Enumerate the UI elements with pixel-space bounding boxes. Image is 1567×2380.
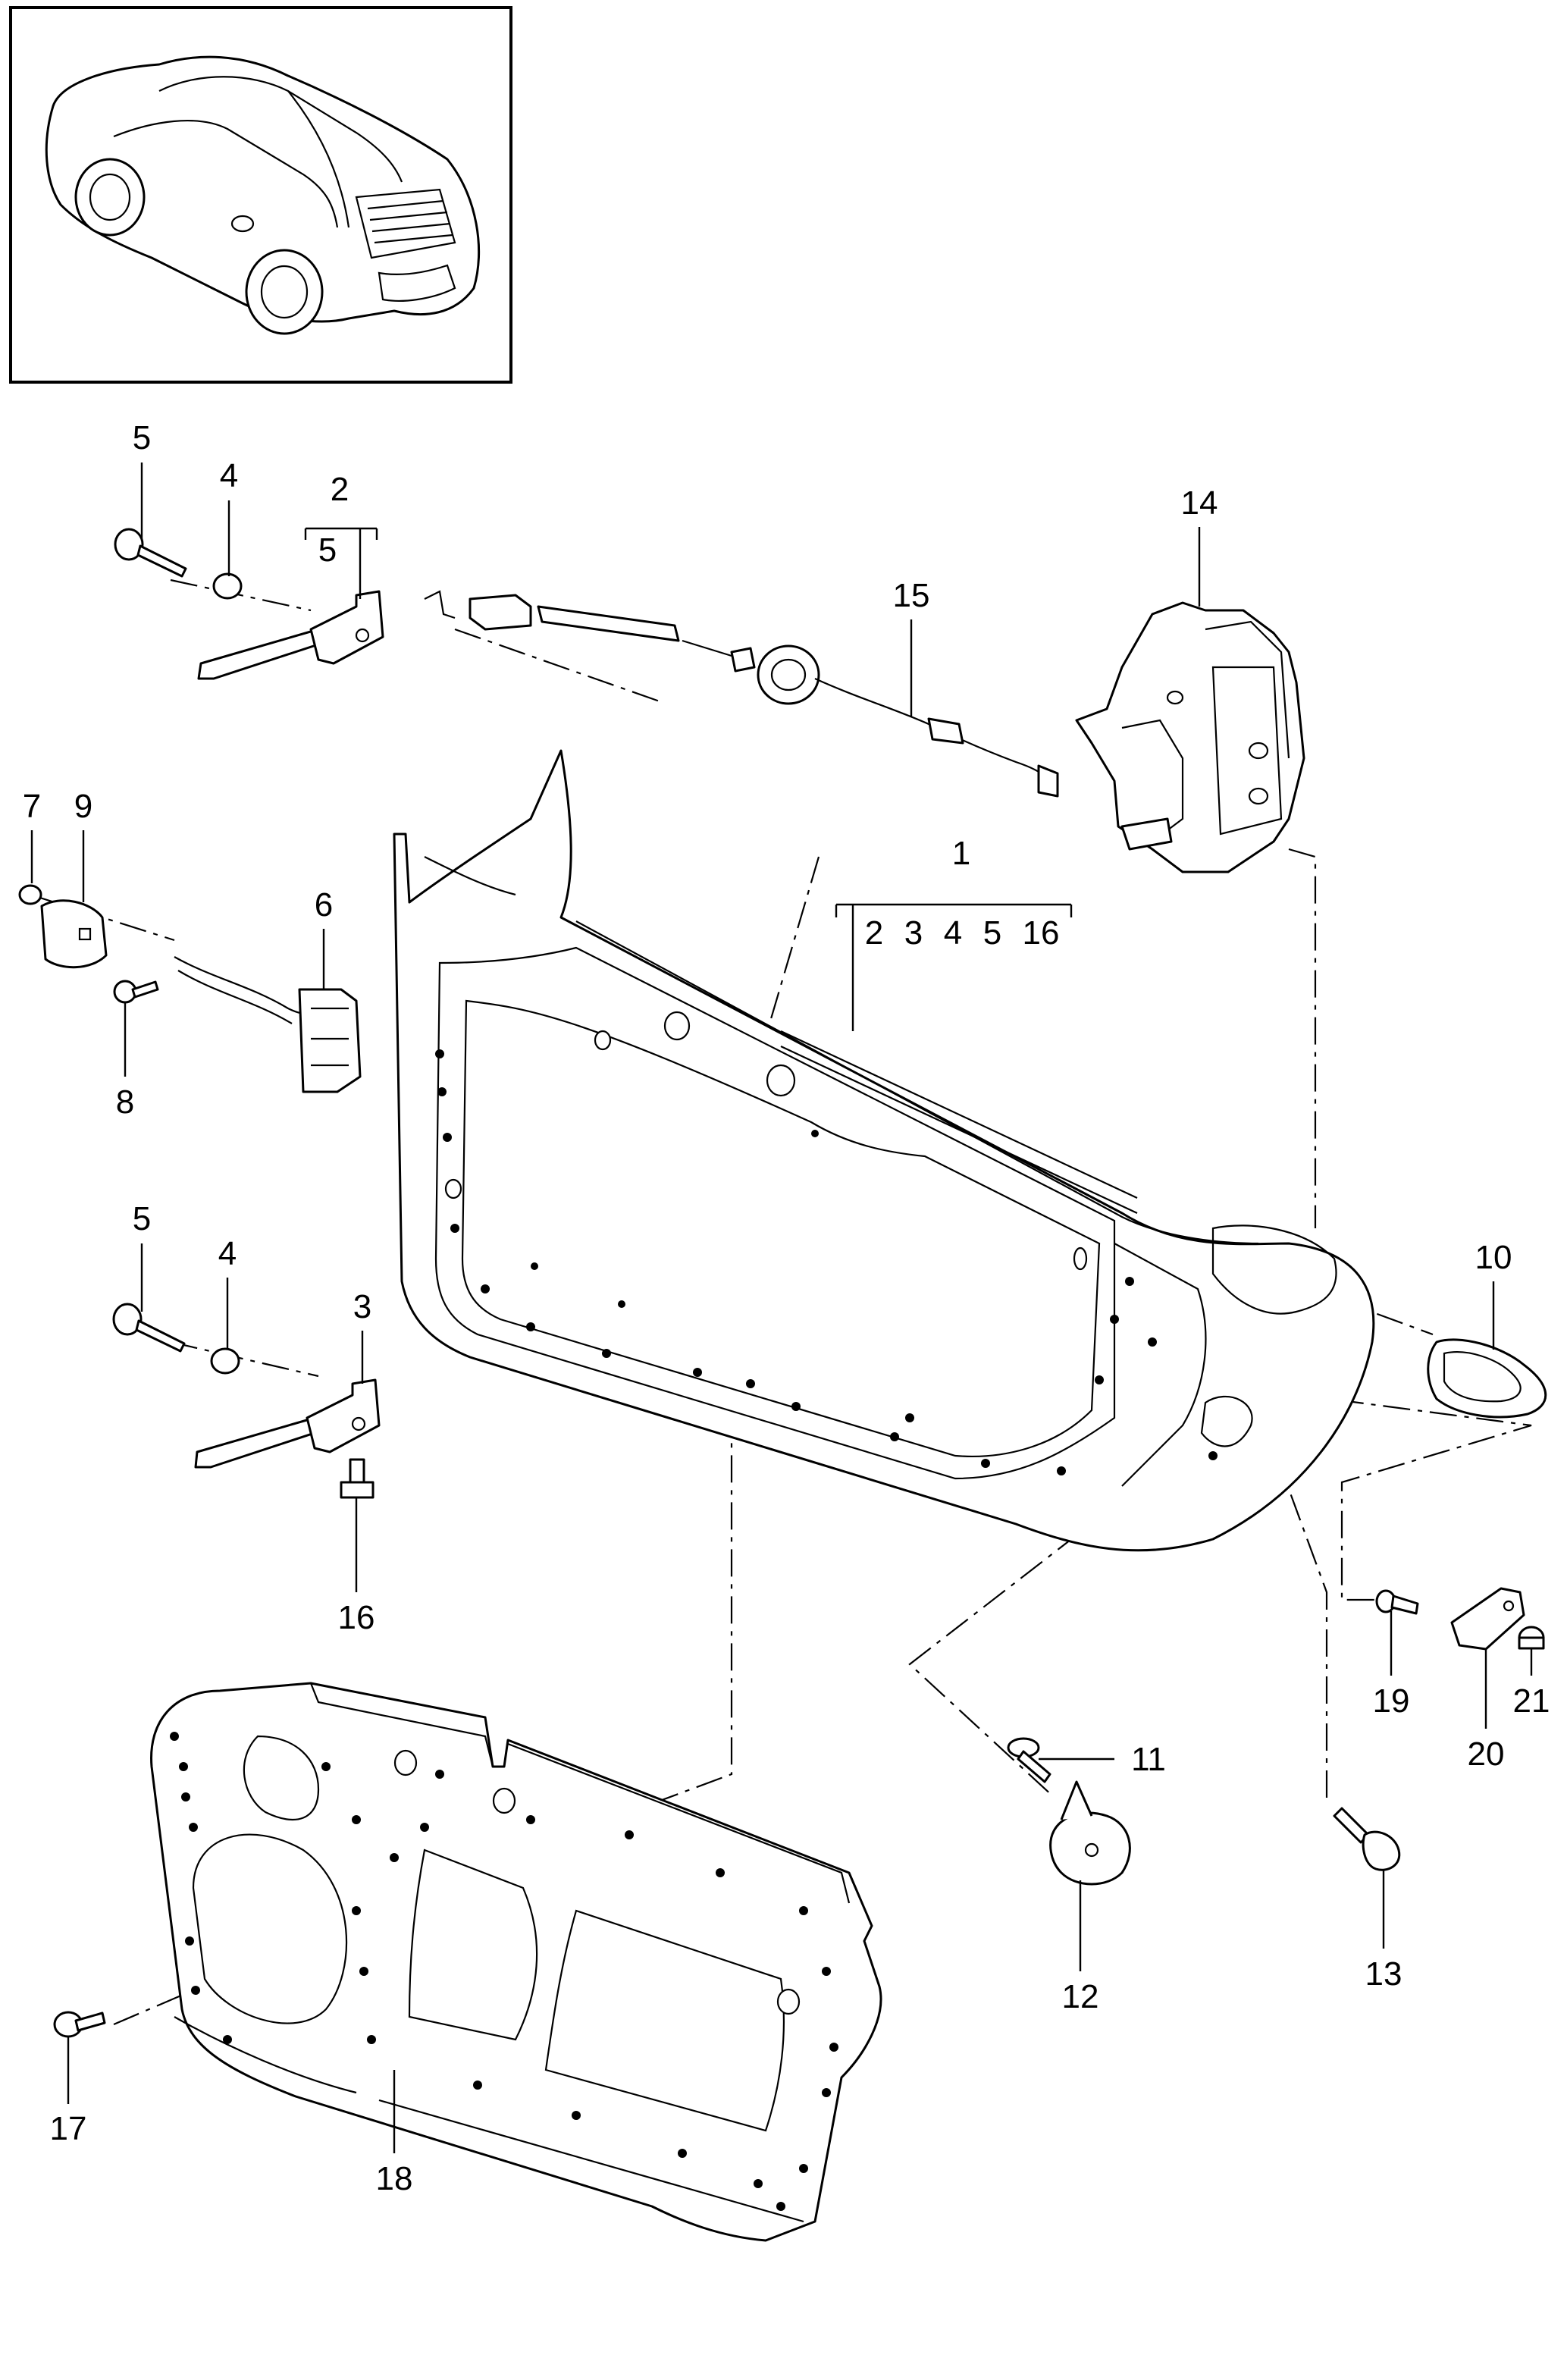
callout-4-lower: 4 bbox=[218, 1235, 237, 1272]
callout-20: 20 bbox=[1468, 1736, 1505, 1773]
callout-2: 2 bbox=[331, 471, 349, 508]
callout-19: 19 bbox=[1373, 1682, 1410, 1720]
hex-bolt-16 bbox=[340, 1458, 375, 1499]
callout-2-group-5: 5 bbox=[318, 532, 337, 569]
callout-15: 15 bbox=[893, 577, 930, 614]
callout-13: 13 bbox=[1365, 1955, 1402, 1993]
door-shell-fixing-holes bbox=[435, 1049, 1218, 1475]
callout-1-group-4: 4 bbox=[944, 914, 962, 952]
callout-17: 17 bbox=[50, 2110, 87, 2147]
release-cable bbox=[424, 590, 1059, 798]
door-check-strap-lower bbox=[194, 1378, 381, 1469]
callout-5-lower: 5 bbox=[133, 1200, 151, 1237]
callout-1-group-3: 3 bbox=[904, 914, 923, 952]
callout-3: 3 bbox=[353, 1288, 371, 1325]
callout-11: 11 bbox=[1131, 1741, 1166, 1778]
callout-5-upper: 5 bbox=[133, 419, 151, 456]
callout-9: 9 bbox=[74, 788, 92, 825]
door-check-strap-upper bbox=[197, 590, 384, 680]
callout-6: 6 bbox=[315, 886, 333, 923]
callout-12: 12 bbox=[1062, 1978, 1099, 2015]
vehicle-thumbnail bbox=[9, 6, 512, 384]
callout-4-upper: 4 bbox=[220, 457, 238, 494]
bolt-8 bbox=[113, 980, 159, 1004]
carrier-fixing-holes bbox=[170, 1732, 838, 2211]
sleeve-upper bbox=[212, 572, 243, 600]
screw-17 bbox=[53, 2011, 106, 2038]
callout-1-group-2: 2 bbox=[865, 914, 883, 952]
plate-12 bbox=[1049, 1780, 1131, 1886]
callout-16: 16 bbox=[338, 1599, 375, 1636]
screw-11 bbox=[1007, 1737, 1051, 1783]
callout-1-group-5: 5 bbox=[983, 914, 1001, 952]
callout-1-group-16: 16 bbox=[1023, 914, 1060, 952]
door-shell bbox=[393, 749, 1375, 1552]
hinge-bolt-upper bbox=[114, 528, 187, 578]
hinge-bolt-lower bbox=[112, 1303, 186, 1353]
callout-10: 10 bbox=[1475, 1239, 1512, 1276]
handle-bezel bbox=[1427, 1338, 1547, 1419]
bolt-13 bbox=[1333, 1807, 1401, 1871]
callout-18: 18 bbox=[376, 2160, 413, 2197]
callout-1: 1 bbox=[952, 835, 970, 872]
callout-8: 8 bbox=[116, 1083, 134, 1121]
nut-7 bbox=[18, 884, 42, 905]
callout-7: 7 bbox=[23, 788, 41, 825]
callout-14: 14 bbox=[1181, 484, 1218, 522]
leader-lines bbox=[30, 463, 1533, 2153]
grommet-9 bbox=[40, 899, 108, 969]
callout-labels: 5 4 2 5 14 15 1 2 3 4 5 16 7 9 6 8 5 4 3… bbox=[23, 419, 1550, 2197]
cover-20 bbox=[1450, 1587, 1525, 1651]
sleeve-lower bbox=[210, 1347, 240, 1375]
coupe-rear-three-quarter-icon bbox=[45, 55, 481, 335]
callout-21: 21 bbox=[1513, 1682, 1550, 1720]
door-harness bbox=[174, 956, 362, 1093]
door-carrier-panel bbox=[150, 1682, 882, 2242]
bolt-19 bbox=[1375, 1589, 1419, 1615]
nut-21 bbox=[1518, 1626, 1545, 1650]
door-lock bbox=[1075, 601, 1305, 873]
